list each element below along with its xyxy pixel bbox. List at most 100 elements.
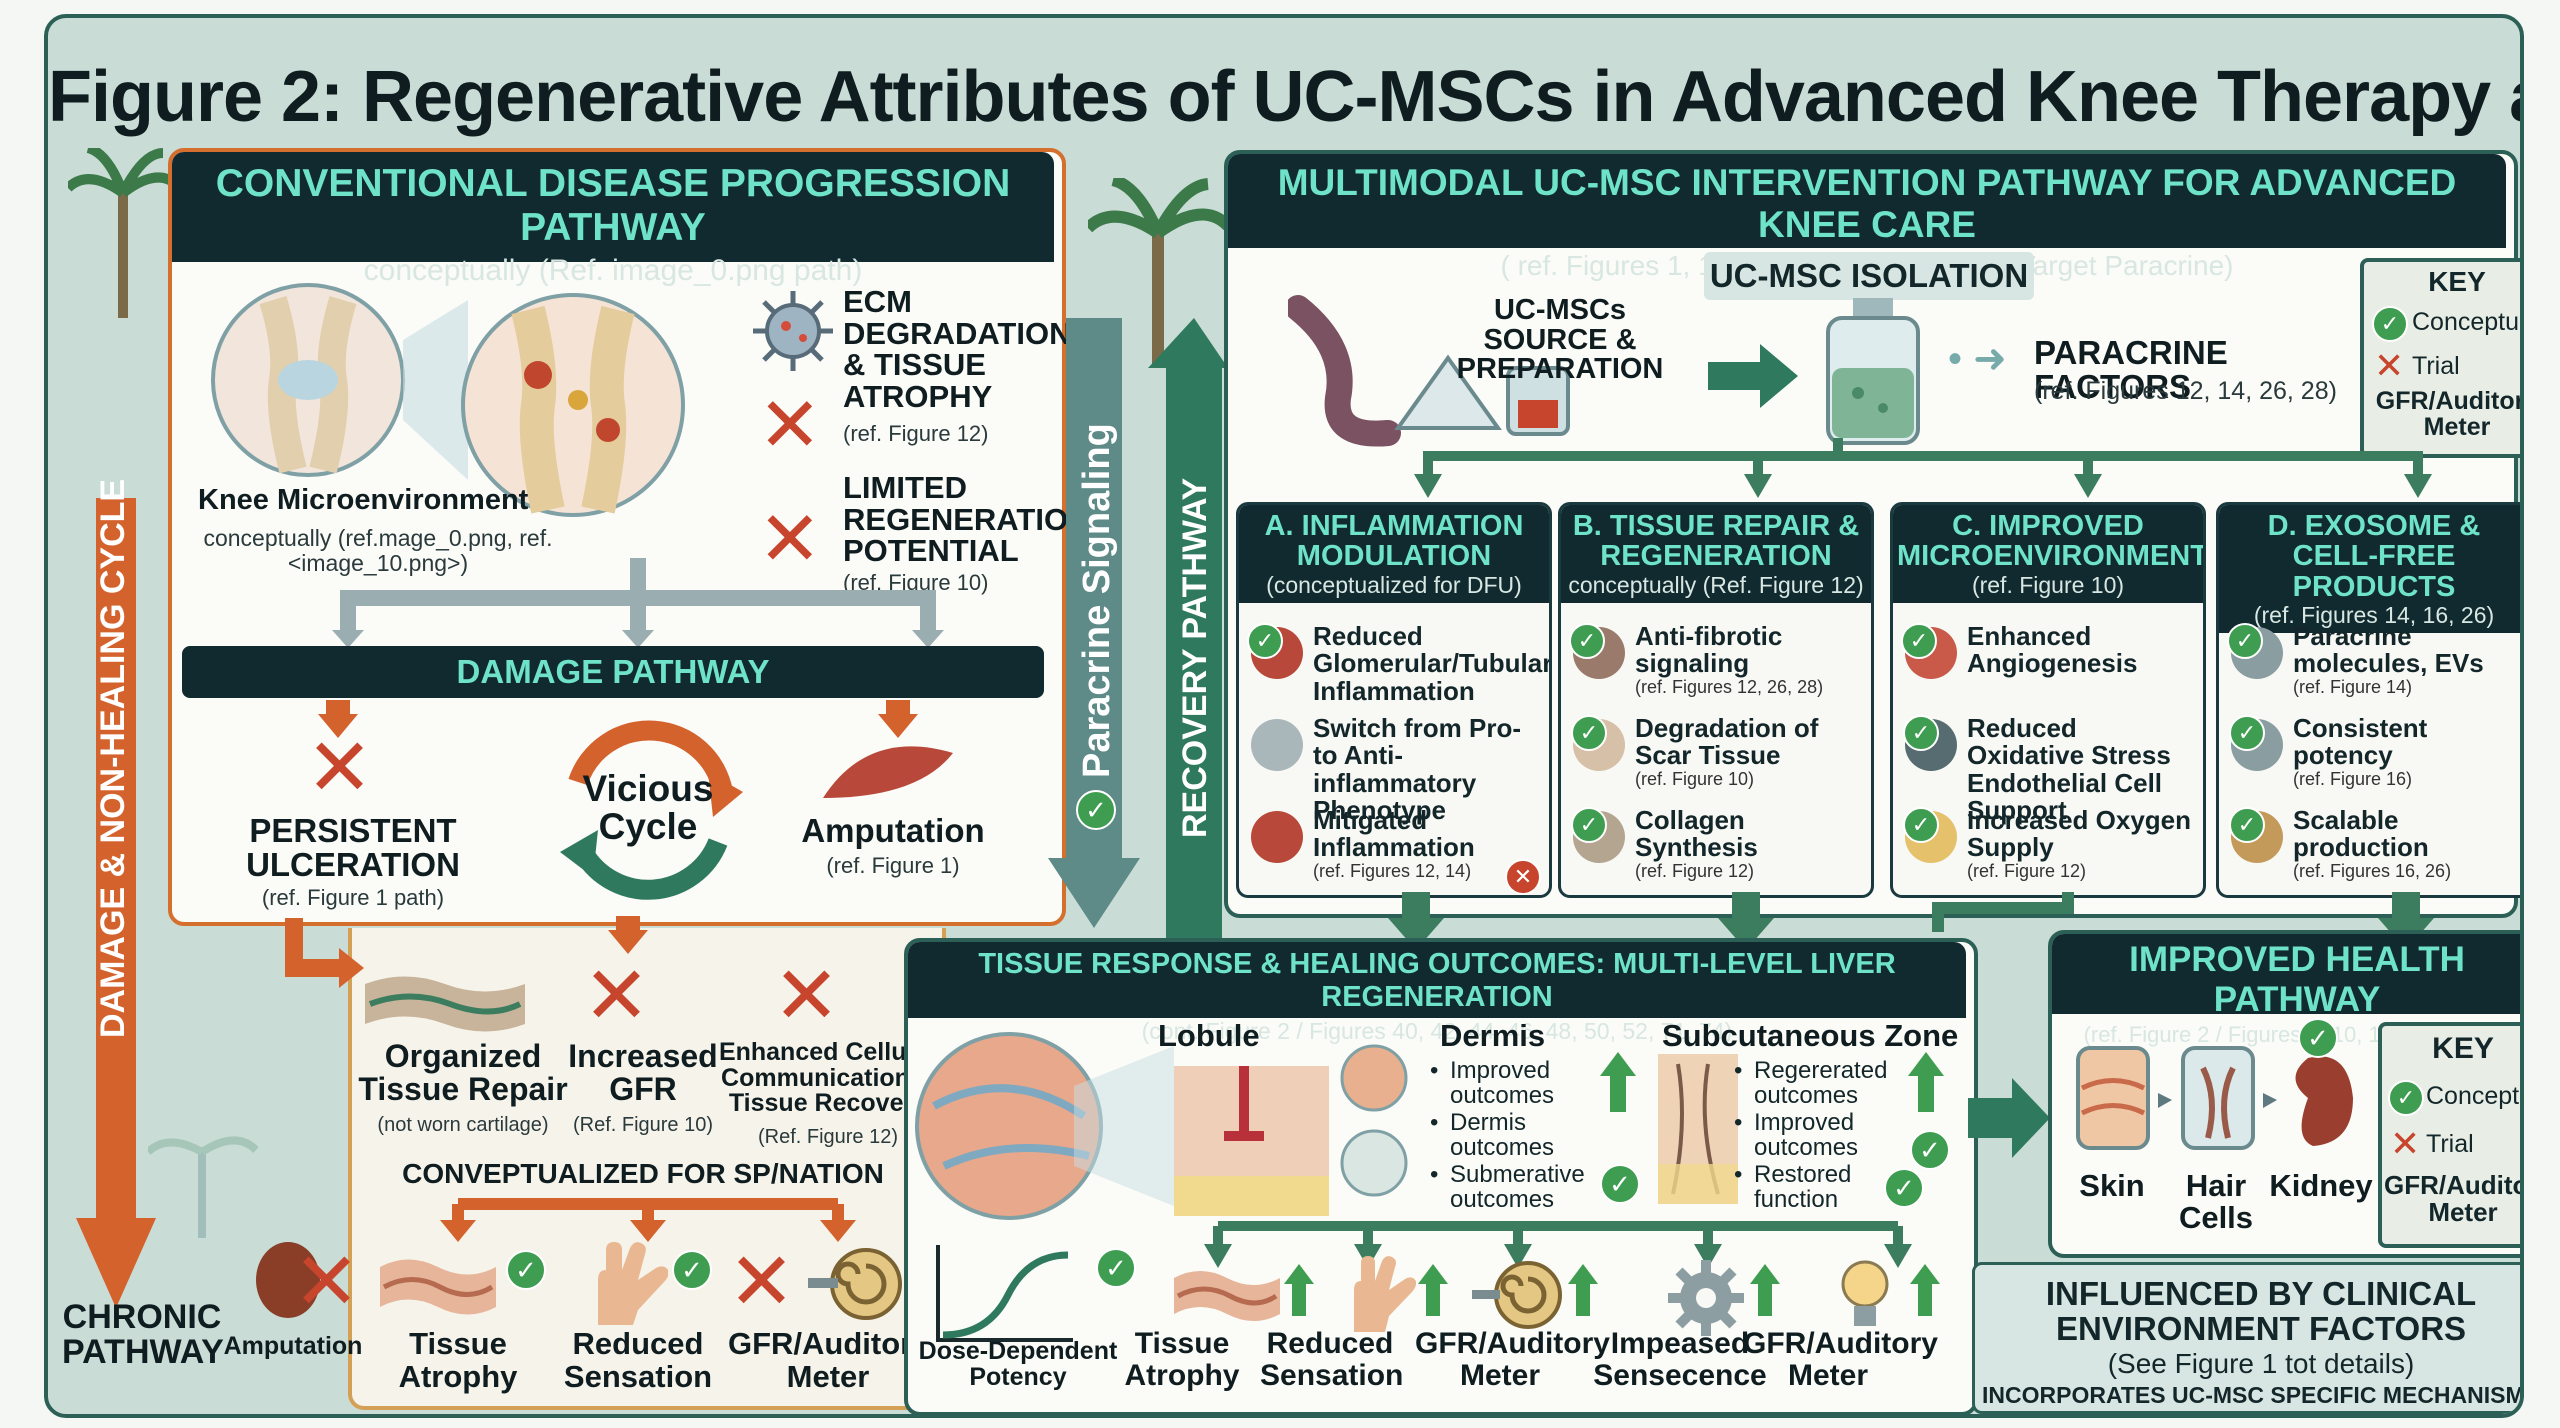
tissue-title: TISSUE RESPONSE & HEALING OUTCOMES: MULT… [978,948,1896,1013]
influenced-foot: INCORPORATES UC-MSC SPECIFIC MECHANISMS [1982,1382,2524,1409]
influenced-title: INFLUENCED BY CLINICAL ENVIRONMENT FACTO… [2045,1275,2477,1347]
paracrine-factors-label: PARACRINE FACTORS [2034,334,2228,405]
gfr-ref: (Ref. Figure 10) [572,1114,714,1136]
card-item-text: Degradation of Scar Tissue [1635,713,1819,771]
card-item-text: Collagen Synthesis [1635,805,1758,863]
hand-icon [598,1242,668,1325]
tissue-bottom-label: Tissue Atrophy [1124,1327,1240,1392]
card-item-text: Scalable production [2293,805,2429,863]
branch-arrows [440,1198,856,1242]
card-item-ref: (ref. Figures 12, 14) [1313,860,1472,881]
cross-icon: ✕ [728,1237,796,1326]
cross-icon: ✕ [2390,1123,2421,1164]
check-icon: ✓ [506,1250,546,1290]
card-item-text: Consistent potency [2293,713,2428,771]
card-item-text: Mitigated Inflammation [1313,805,1475,863]
conventional-header: CONVENTIONAL DISEASE PROGRESSION PATHWAY… [172,152,1054,287]
conventional-subtitle: conceptually (Ref. image_0.png path) [363,254,863,287]
organized-sub: (not worn cartilage) [377,1114,549,1136]
lobule-label: Lobule [1158,1018,1260,1053]
organized-label: Organized Tissue Repair [358,1038,568,1107]
palm-tree-icon [148,1136,258,1238]
tissue-bottom-label: GFR/Auditory Meter [1415,1327,1610,1392]
source-illustration [1288,295,1570,447]
key-top-title: KEY [2428,266,2486,297]
card-item: Reduced Glomerular/Tubular Inflammation [1313,621,1552,706]
card-item-ref: (ref. Figures 12, 26, 28) [1635,676,1824,697]
card-item: Consistent potency(ref. Figure 16) [2293,713,2520,788]
check-icon: ✓ [1903,807,1939,843]
vicious-cycle-icon [560,720,743,900]
outcome-text: Restored function [1754,1161,1852,1214]
check-icon: ✓ [2229,715,2265,751]
outcome-text: Submerative outcomes [1450,1161,1585,1214]
tissue-header: TISSUE RESPONSE & HEALING OUTCOMES: MULT… [908,942,1966,1044]
amputation-label: Amputation [801,812,985,849]
card-item-ref: (ref. Figures 16, 26) [2293,860,2452,881]
card-item: Paracrine molecules, EVs(ref. Figure 14) [2293,621,2520,696]
outcome-item: •Dermis outcomes [1430,1109,1555,1162]
card-item-ref: (ref. Figure 12) [1967,860,2087,881]
tissue-icon [380,1259,496,1315]
down-arrow-icon [318,700,358,738]
check-icon: ✓ [1076,790,1116,830]
down-arrow-icon [608,916,648,954]
cross-icon: ✕ [773,951,841,1040]
chronic-arrow [76,498,156,1308]
lobule-illustration [915,1032,1329,1220]
check-icon: ✓ [2298,1018,2338,1058]
outcome-text: Regererated outcomes [1754,1057,1888,1110]
amputation-ref: (ref. Figure 1) [826,853,960,878]
enhanced-ref: (Ref. Figure 12) [757,1126,899,1148]
card-item: Increased Oxygen Supply(ref. Figure 12) [1967,806,2195,881]
up-arrow-icon [1284,1264,1314,1316]
gear-icon [1668,1260,1744,1336]
key-bottom-trial: Trial [2426,1130,2474,1158]
ecm-ref: (ref. Figure 12) [843,421,989,446]
up-arrow-icon [1600,1052,1636,1112]
cross-icon: ✕ [2374,345,2405,386]
cycle-label: DAMAGE & NON-HEALING CYCLE [94,478,132,1038]
knee-sub: conceptually (ref.mage_0.png, ref. <imag… [203,525,553,577]
card-item-text: Paracrine molecules, EVs [2293,621,2484,679]
card-item: Degradation of Scar Tissue(ref. Figure 1… [1635,713,1863,789]
vicious-label: Vicious Cycle [582,768,714,847]
conventional-title: CONVENTIONAL DISEASE PROGRESSION PATHWAY [215,162,1011,249]
cross-icon: ✕ [758,497,822,582]
dermis-label: Dermis [1440,1018,1546,1053]
check-icon: ✓ [1569,623,1605,659]
cross-icon: ✕ [1505,859,1541,895]
card-item-text: Anti-fibrotic signaling [1635,621,1783,679]
multimodal-header: MULTIMODAL UC-MSC INTERVENTION PATHWAY F… [1228,154,2506,281]
atrophy-label: Tissue Atrophy [398,1326,518,1394]
distribution-arrows [1414,438,2432,498]
key-top-conceptual: Conceptual [2412,308,2520,336]
card-item-text: Reduced Glomerular/Tubular Inflammation [1313,621,1552,706]
outcome-item: •Improved outcomes [1430,1057,1555,1110]
card-item-ref: (ref. Figure 10) [1635,768,1755,789]
cross-icon: ✕ [293,1237,361,1326]
card-title: A. INFLAMMATION MODULATION [1264,510,1524,573]
ear-icon [808,1248,902,1320]
cross-icon: ✕ [758,383,822,468]
branch-arrows [332,558,944,648]
amputation-small-label: Amputation [223,1332,363,1360]
palm-tree-icon [68,148,178,318]
paracrine-arrow-label: Paracrine Signaling [1076,423,1118,778]
card-item: Reduced Oxidative Stress Endothelial Cel… [1967,714,2195,824]
up-arrow-icon [1418,1264,1448,1316]
card-item: Scalable production(ref. Figures 16, 26) [2293,805,2520,881]
card-title: B. TISSUE REPAIR & REGENERATION [1572,510,1860,573]
damage-pathway-bar: DAMAGE PATHWAY [182,646,1044,698]
influenced-box: INFLUENCED BY CLINICAL ENVIRONMENT FACTO… [1972,1262,2524,1414]
palm-tree-icon [1088,178,1228,368]
recovery-arrow-label: RECOVERY PATHWAY [1176,477,1214,838]
card-item-text: Switch from Pro- to Anti-inflammatory Ph… [1313,713,1522,825]
bioreactor-icon [1826,298,1920,445]
chronic-label: CHRONIC PATHWAY [62,1298,224,1371]
central-arrows [1048,318,1228,938]
card-item: Anti-fibrotic signaling(ref. Figures 12,… [1635,621,1863,697]
card-header: D. EXOSOME & CELL-FREE PRODUCTS(ref. Fig… [2219,505,2520,634]
card-down-arrows [1388,892,2434,950]
